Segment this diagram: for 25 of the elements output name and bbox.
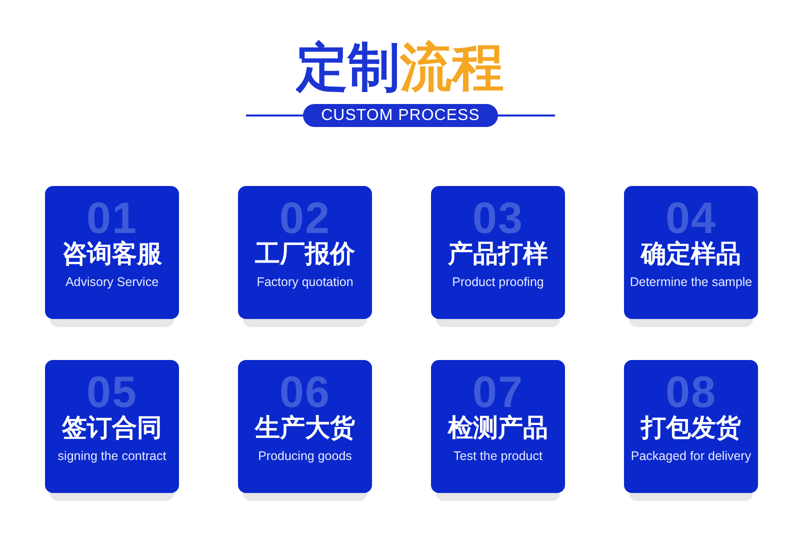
step-title: 打包发货 (639, 413, 742, 443)
step-card (238, 186, 372, 319)
step-title: 检测产品 (446, 413, 549, 443)
step-subtitle: Producing goods (257, 448, 353, 464)
step-subtitle: Factory quotation (256, 274, 354, 290)
step-card (624, 186, 758, 319)
step-title: 产品打样 (446, 239, 549, 269)
step-subtitle: Packaged for delivery (630, 448, 752, 464)
step-card (45, 360, 179, 493)
subtitle-banner: CUSTOM PROCESS (303, 104, 498, 127)
step-title: 咨询客服 (61, 239, 163, 269)
step-card (624, 360, 758, 493)
step-subtitle: signing the contract (56, 448, 168, 464)
step-title: 签订合同 (61, 413, 163, 443)
step-title: 生产大货 (254, 413, 356, 443)
step-subtitle: Test the product (452, 448, 544, 464)
step-title: 工厂报价 (254, 239, 356, 269)
step-subtitle: Determine the sample (628, 274, 754, 290)
step-subtitle: Advisory Service (64, 274, 160, 290)
step-card (45, 186, 179, 319)
step-title: 确定样品 (639, 239, 742, 269)
step-card (431, 186, 565, 319)
step-card (431, 360, 565, 493)
step-card (238, 360, 372, 493)
step-subtitle: Product proofing (451, 274, 545, 290)
